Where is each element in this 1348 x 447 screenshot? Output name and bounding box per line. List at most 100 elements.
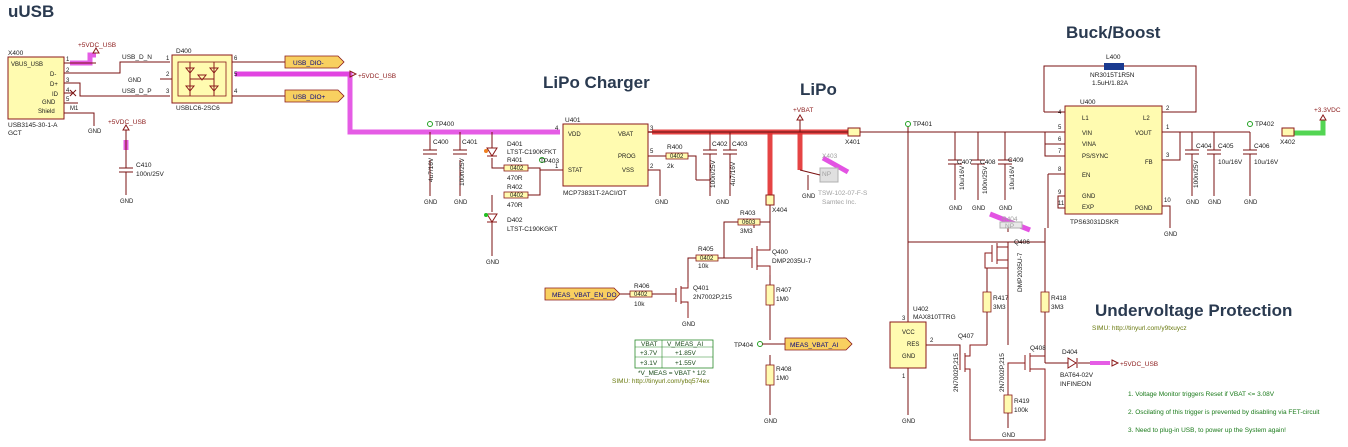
r408-ref: R408 <box>776 366 792 373</box>
x400-body <box>7 56 65 120</box>
title-buck-boost: Buck/Boost <box>1066 23 1161 42</box>
vtable-r2-vbat: +3.1V <box>640 360 658 367</box>
q401-part: 2N7002P,215 <box>693 294 732 301</box>
net-meas-vbat-en-do: MEAS_VBAT_EN_DO <box>552 292 617 299</box>
u401-pin-stat: STAT <box>568 168 583 174</box>
u401-part: MCP73831T-2ACI/OT <box>563 190 627 197</box>
r419-value: 100k <box>1014 407 1029 414</box>
c402-ref: C402 <box>712 141 728 148</box>
gnd-d400: GND <box>128 78 142 84</box>
gnd-c401: GND <box>454 200 468 206</box>
u401-pinnum-4: 4 <box>555 126 559 132</box>
r401-ref: R401 <box>507 157 523 164</box>
c405-value: 10u/16V <box>1218 159 1243 166</box>
c408-value: 100n/25V <box>982 166 989 194</box>
x400-pin-vbus: VBUS_USB <box>11 62 43 68</box>
vtable-r2-vmeas: +1.55V <box>675 360 696 367</box>
vtable-simu: SIMU: http://tinyurl.com/ybq574ex <box>612 378 710 385</box>
u400-pinnum-6: 6 <box>1058 137 1062 143</box>
u400-body <box>1064 105 1163 215</box>
d400-pin-2: 2 <box>166 72 170 78</box>
q407-part: 2N7002P,215 <box>953 353 960 392</box>
gnd-c403: GND <box>716 200 730 206</box>
d400-pin-5: 5 <box>234 72 238 78</box>
gnd-u400: GND <box>1164 232 1178 238</box>
r406-value: 10k <box>634 301 645 308</box>
vtable-header-vbat: VBAT <box>641 341 658 348</box>
x403-part: TSW-102-07-F-S <box>818 190 868 197</box>
u400-ref: U400 <box>1080 99 1096 106</box>
tp403-label: TP403 <box>540 158 560 165</box>
x400-ref: X400 <box>8 50 24 57</box>
u401-pinnum-5: 5 <box>650 149 654 155</box>
gnd-u401: GND <box>655 200 669 206</box>
c409-value: 10u/16V <box>1009 165 1016 190</box>
u400-pin-l1: L1 <box>1082 116 1089 122</box>
q406-ref: Q406 <box>1014 239 1030 246</box>
r402-ref: R402 <box>507 184 523 191</box>
u400-pin-en: EN <box>1082 173 1090 179</box>
x400-pinnum-m1: M1 <box>70 106 79 112</box>
x400-pin-id: ID <box>52 92 59 98</box>
d400-ref: D400 <box>176 48 192 55</box>
l400-inductor: L400 NR3015T1R5N 1.5uH/1.82A <box>1043 54 1197 113</box>
tp400-testpoint: TP400 <box>427 121 455 128</box>
u400-pinnum-3: 3 <box>1166 153 1170 159</box>
r401-value: 470R <box>507 175 523 182</box>
c407-ref: C407 <box>957 159 973 166</box>
u400-pinnum-9: 9 <box>1058 190 1062 196</box>
u400-pin-l2: L2 <box>1143 116 1150 122</box>
l400-value: 1.5uH/1.82A <box>1092 80 1129 87</box>
u402-pin-vcc: VCC <box>902 330 915 336</box>
title-undervoltage-protection: Undervoltage Protection <box>1095 301 1292 320</box>
title-uusb: uUSB <box>8 2 54 21</box>
u401-pin-vdd: VDD <box>568 132 581 138</box>
title-lipo-charger: LiPo Charger <box>543 73 650 92</box>
r407-value: 1M0 <box>776 296 789 303</box>
c403-value: 4u7/16V <box>730 161 737 186</box>
pwr-5v-usb-3: +5VDC_USB <box>108 119 146 126</box>
x402-ref: X402 <box>1280 139 1296 146</box>
d404-schottky: D404 BAT64-02V INFINEON +5VDC_USB <box>1045 349 1158 388</box>
d404-part: BAT64-02V <box>1060 372 1094 379</box>
r403-ref: R403 <box>740 210 756 217</box>
d400-pin-3: 3 <box>166 89 170 95</box>
u402-voltage-monitor: U402 MAX810TTRG VCC RES GND 3 2 1 <box>889 306 961 415</box>
c400-ref: C400 <box>433 139 449 146</box>
x400-pin-dplus: D+ <box>50 82 58 88</box>
pwr-vbat: +VBAT <box>793 107 813 114</box>
r400-value: 2k <box>667 163 675 170</box>
pwr-5v-usb-2: +5VDC_USB <box>358 73 396 80</box>
u400-pinnum-4: 4 <box>1058 110 1062 116</box>
vbat-measurement: X404 R403 0603 3M3 Q400 DMP2035U-7 R405 … <box>544 194 853 425</box>
charger-prog-and-caps: R400 0402 2k C402 100n/25V C403 4u7/16V … <box>665 132 748 206</box>
gnd-c405: GND <box>1208 200 1222 206</box>
u400-pin-vin: VIN <box>1082 131 1092 137</box>
net-usb-d-n: USB_D_N <box>122 54 152 61</box>
u400-pinnum-1: 1 <box>1166 125 1170 131</box>
x400-pin-gnd: GND <box>42 100 56 106</box>
x400-pinnum-3: 3 <box>66 78 70 84</box>
r405-pkg: 0402 <box>700 256 714 262</box>
vtable-r1-vmeas: +1.85V <box>675 350 696 357</box>
tp401-label: TP401 <box>913 121 933 128</box>
u400-pinnum-2: 2 <box>1166 106 1170 112</box>
u401-pin-prog: PROG <box>618 154 636 160</box>
title-lipo: LiPo <box>800 80 837 99</box>
pwr-3v3: +3.3VDC <box>1314 107 1341 114</box>
l400-ref: L400 <box>1106 54 1121 61</box>
c401-ref: C401 <box>462 139 478 146</box>
uvp-simu: SIMU: http://tinyurl.com/y9txuycz <box>1092 325 1187 332</box>
r401-pkg: 0402 <box>510 166 524 172</box>
buck-input-caps: C407 10u/16V C408 100n/25V C409 10u/16V … <box>948 132 1024 212</box>
c407-value: 10u/16V <box>959 165 966 190</box>
gnd-d402: GND <box>486 260 500 266</box>
vtable-r1-vbat: +3.7V <box>640 350 658 357</box>
q406-part: DMP2035U-7 <box>1017 252 1024 292</box>
d400-pin-4: 4 <box>234 89 238 95</box>
net-usb-d-p: USB_D_P <box>122 88 152 95</box>
x400-mfr: GCT <box>8 130 22 137</box>
u400-pin-vina: VINA <box>1082 142 1096 148</box>
u400-pin-gnd: GND <box>1082 194 1096 200</box>
